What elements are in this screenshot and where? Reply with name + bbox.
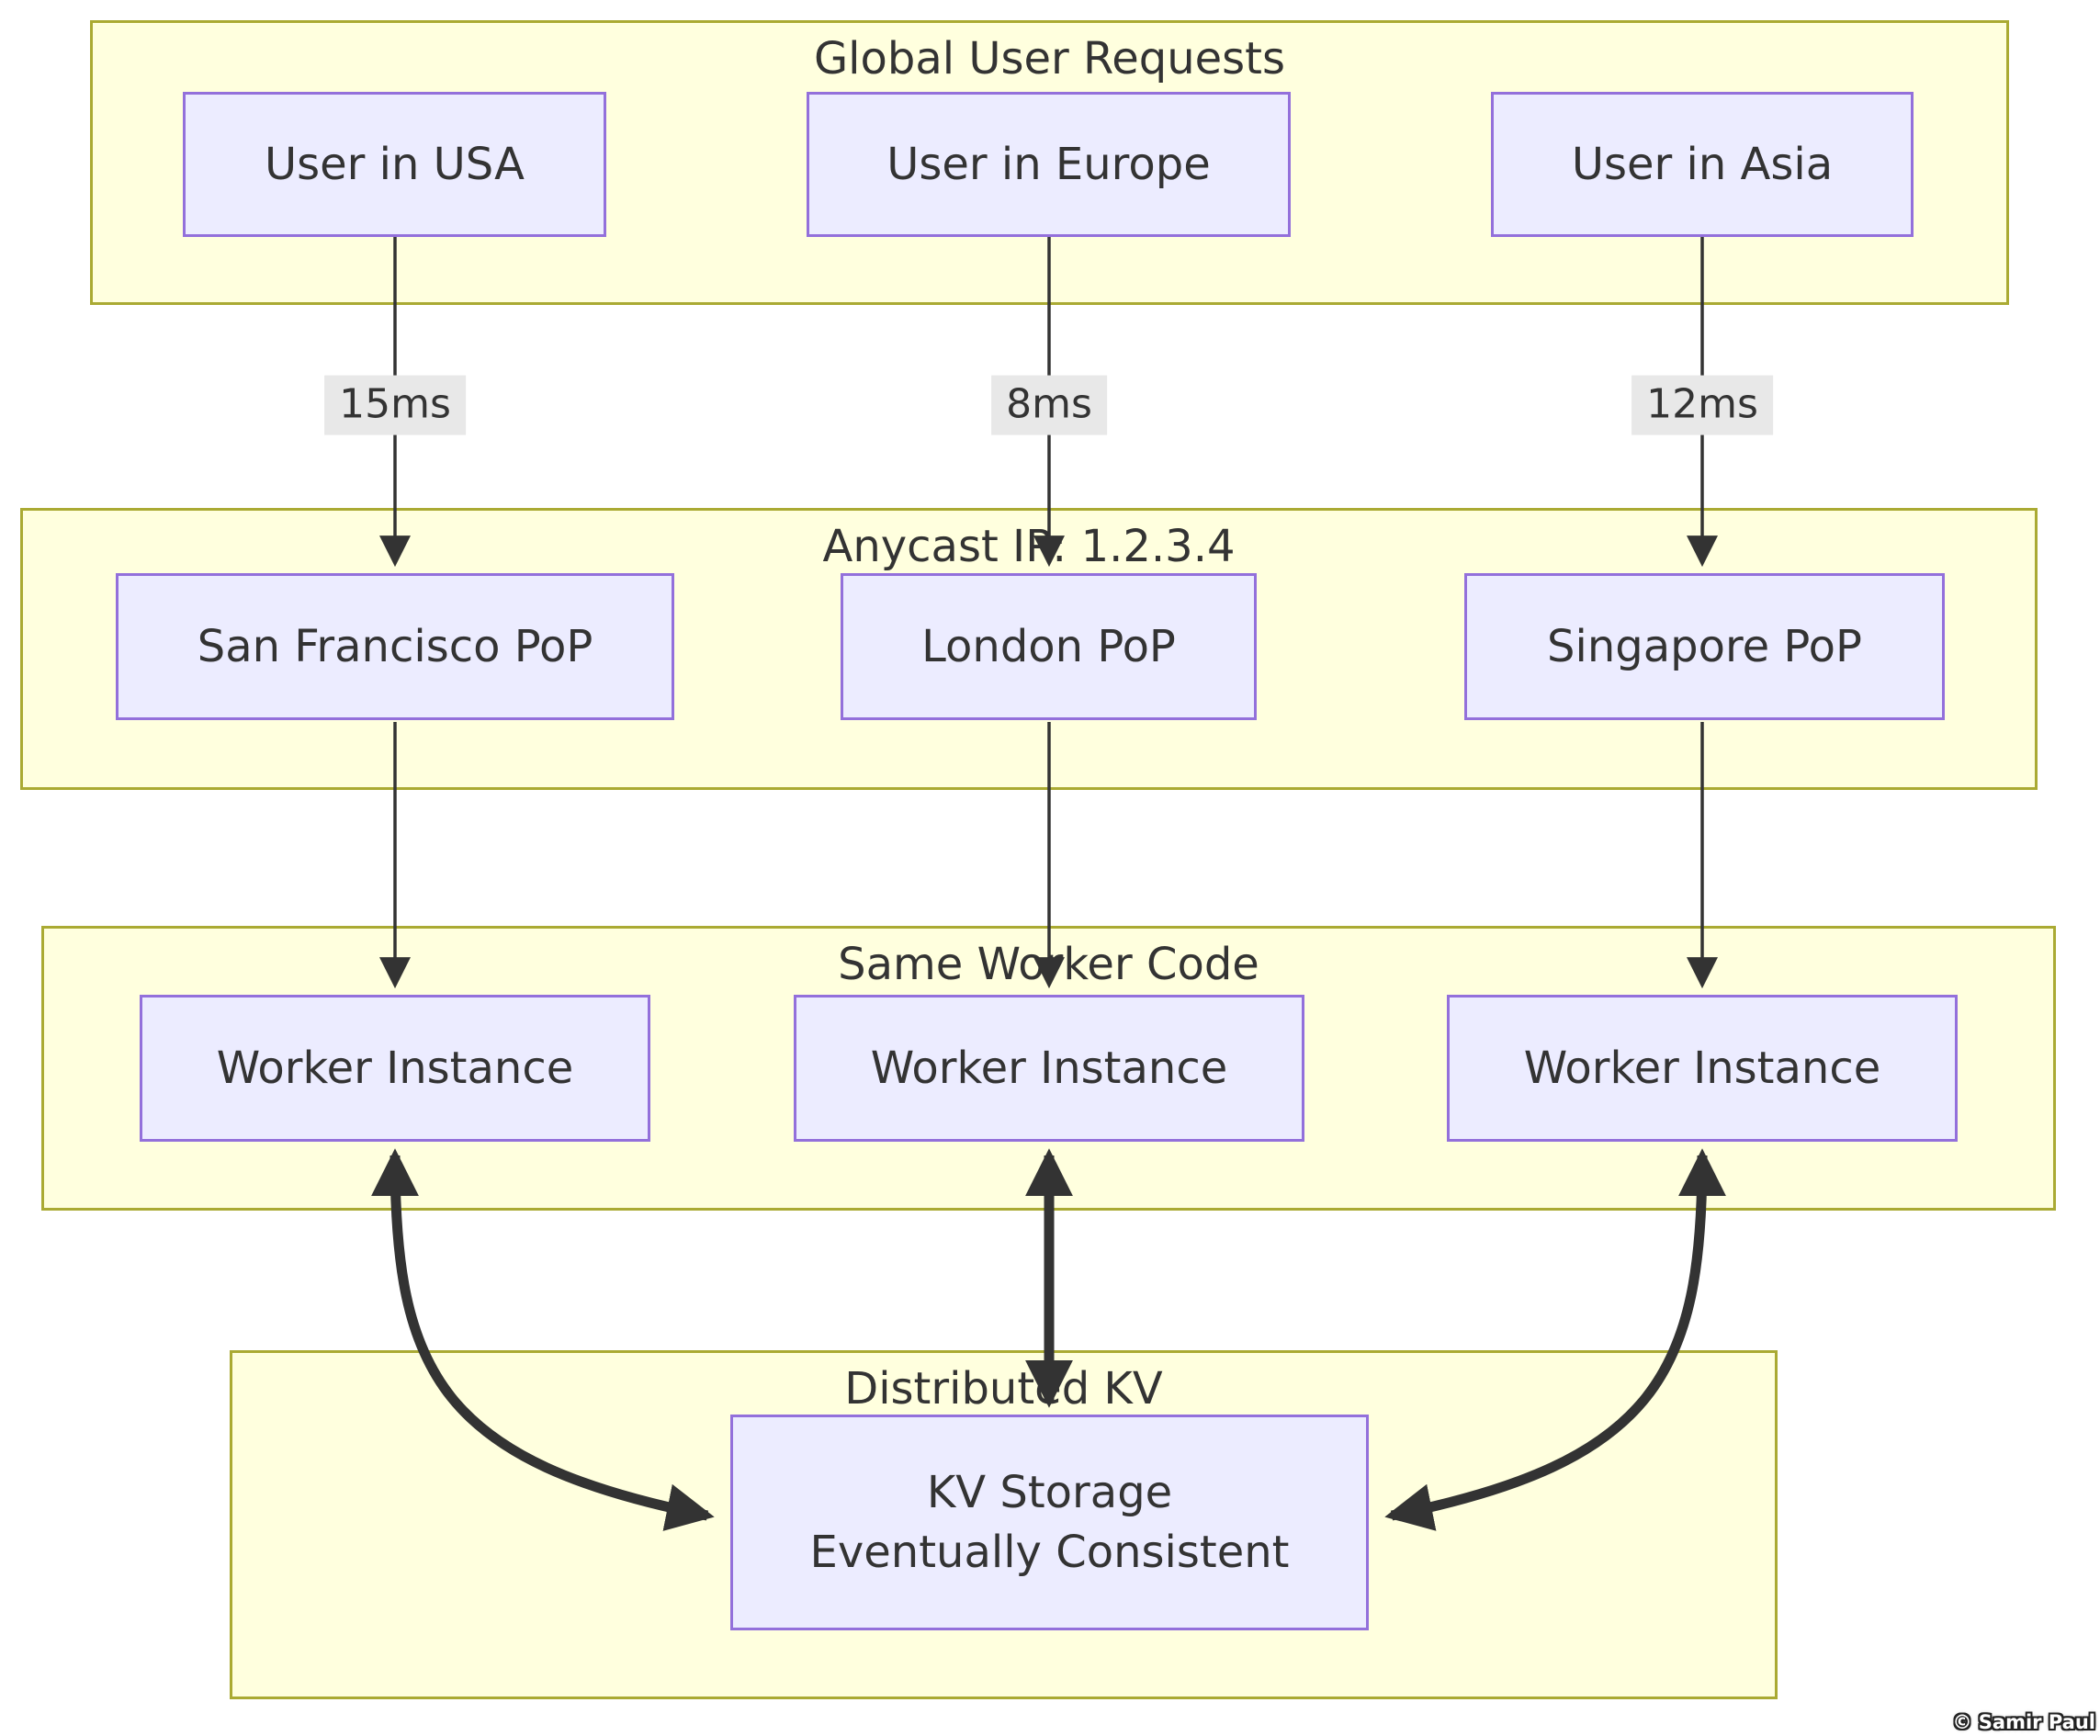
edge-label-latency-asia: 12ms xyxy=(1631,375,1773,435)
node-label: London PoP xyxy=(921,620,1176,672)
node-label: Worker Instance xyxy=(216,1042,574,1094)
cluster-title: Global User Requests xyxy=(813,33,1286,85)
node-london-pop: London PoP xyxy=(841,573,1257,720)
node-worker-instance-1: Worker Instance xyxy=(140,995,650,1142)
node-label: User in Asia xyxy=(1571,138,1834,190)
node-san-francisco-pop: San Francisco PoP xyxy=(116,573,674,720)
node-label: San Francisco PoP xyxy=(197,620,593,672)
node-label: Worker Instance xyxy=(1523,1042,1881,1094)
edge-label-latency-europe: 8ms xyxy=(991,375,1107,435)
node-user-in-europe: User in Europe xyxy=(807,92,1291,237)
node-user-in-usa: User in USA xyxy=(183,92,606,237)
cluster-title: Distributed KV xyxy=(844,1363,1163,1415)
node-worker-instance-2: Worker Instance xyxy=(794,995,1304,1142)
node-user-in-asia: User in Asia xyxy=(1491,92,1914,237)
cluster-title: Same Worker Code xyxy=(838,939,1259,990)
node-label: User in USA xyxy=(264,138,525,190)
node-worker-instance-3: Worker Instance xyxy=(1447,995,1958,1142)
node-label-line2: Eventually Consistent xyxy=(809,1526,1290,1578)
node-label: Worker Instance xyxy=(870,1042,1228,1094)
node-label-line1: KV Storage xyxy=(926,1466,1173,1518)
node-label: Singapore PoP xyxy=(1547,620,1862,672)
edge-label-latency-usa: 15ms xyxy=(324,375,466,435)
cluster-title: Anycast IP: 1.2.3.4 xyxy=(822,521,1236,572)
watermark-credit: © Samir Paul xyxy=(1952,1711,2095,1733)
node-label: User in Europe xyxy=(886,138,1211,190)
node-singapore-pop: Singapore PoP xyxy=(1464,573,1945,720)
node-kv-storage: KV Storage Eventually Consistent xyxy=(730,1415,1369,1630)
